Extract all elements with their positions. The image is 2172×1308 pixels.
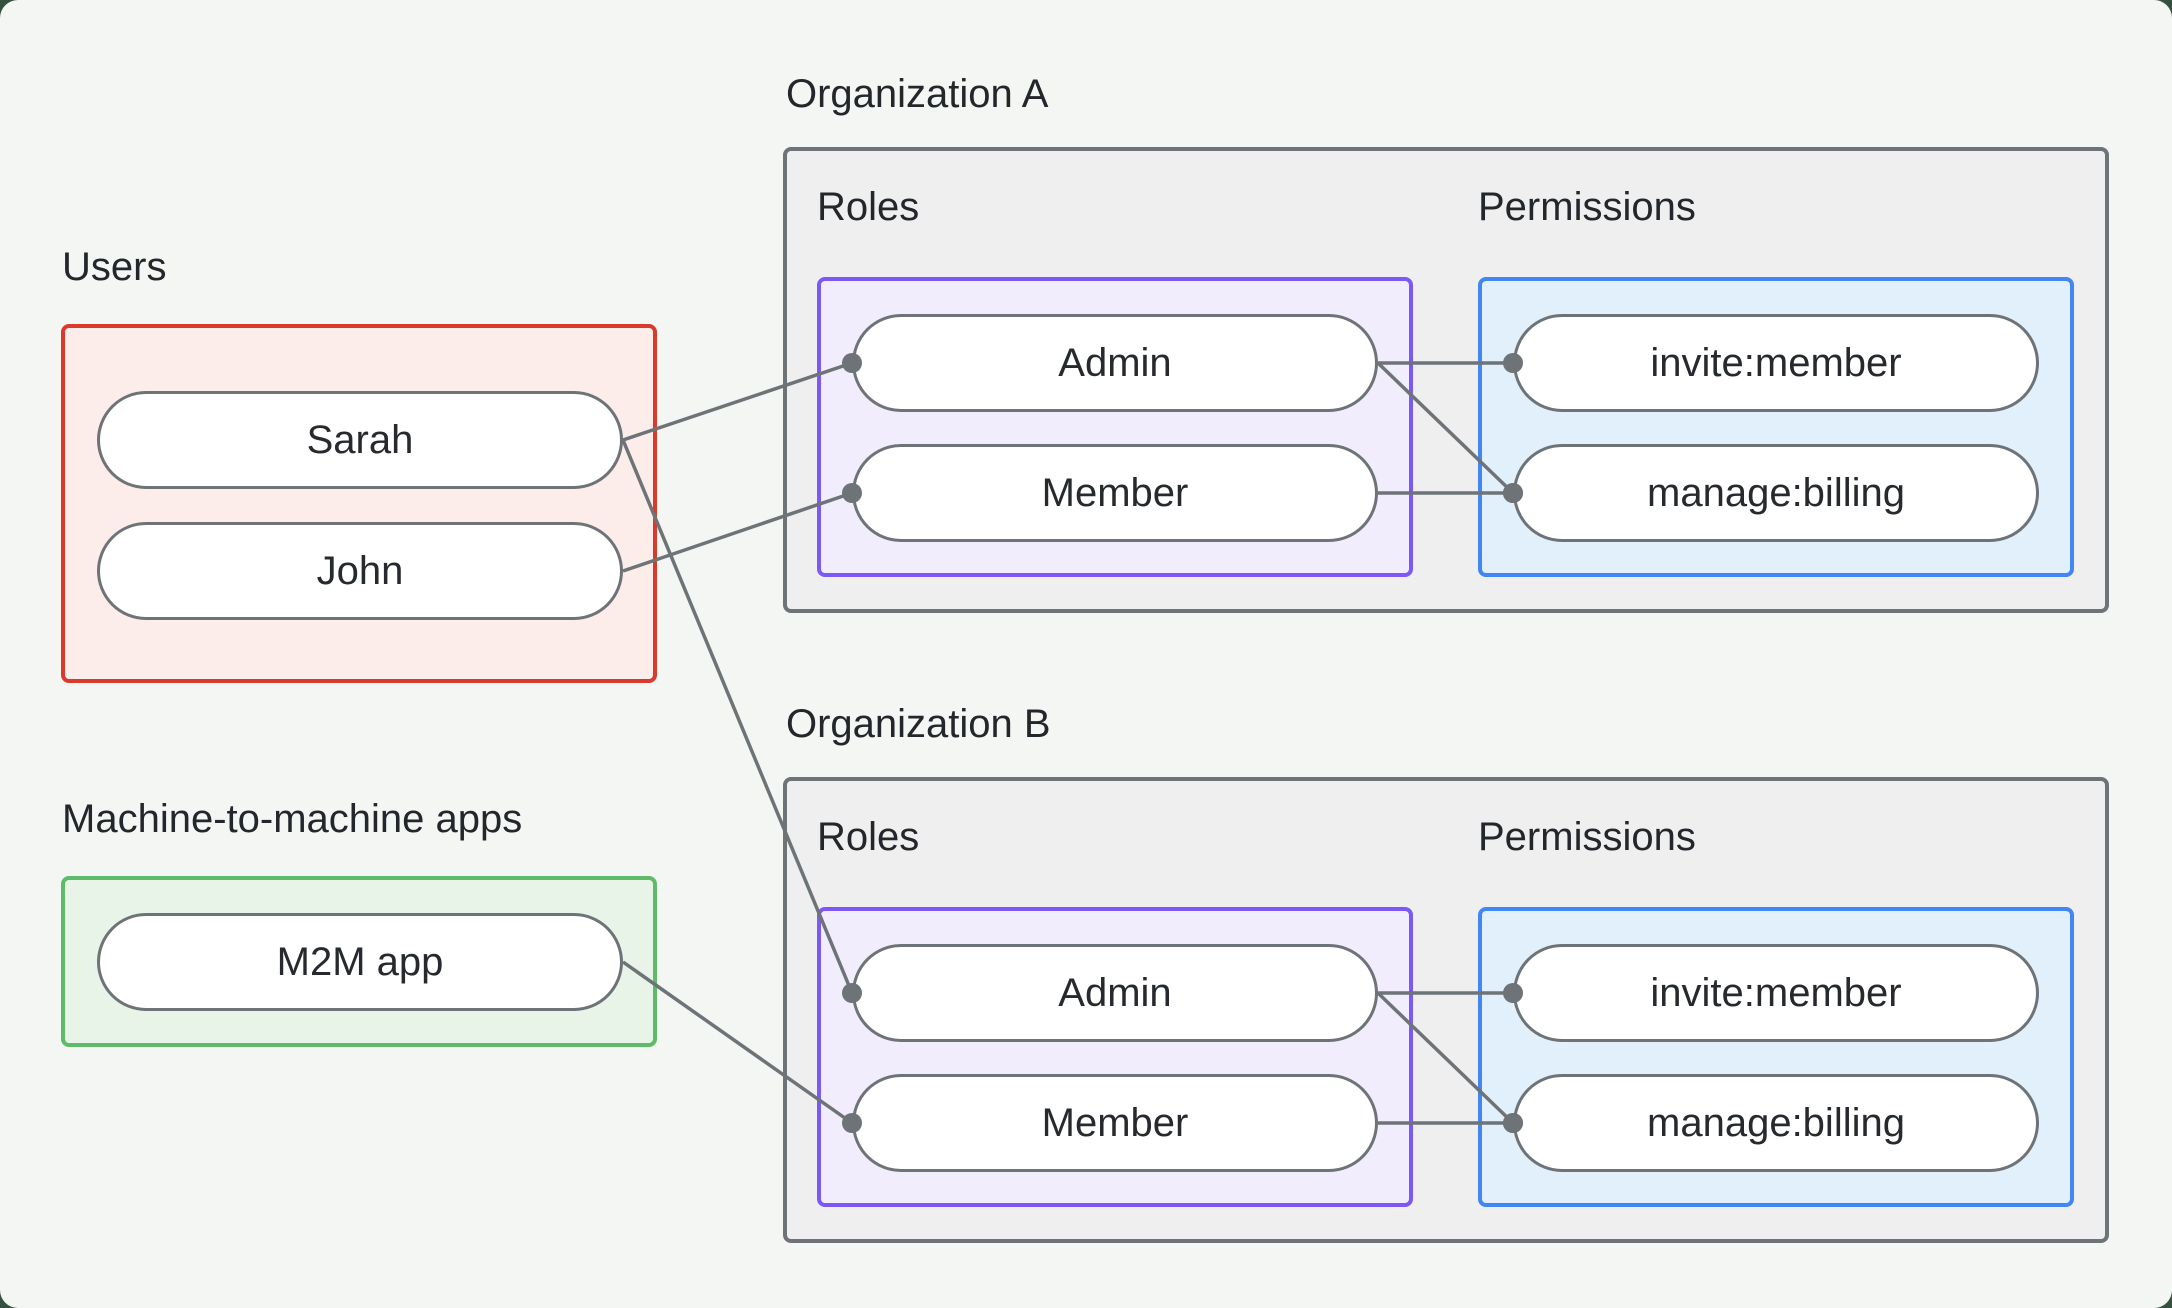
org-a-role-admin: Admin: [852, 314, 1378, 412]
user-node-john: John: [97, 522, 623, 620]
org-b-title: Organization B: [786, 702, 1051, 746]
users-group-label: Users: [62, 245, 167, 289]
user-node-sarah: Sarah: [97, 391, 623, 489]
users-group-box: [61, 324, 657, 683]
org-a-roles-label: Roles: [817, 185, 920, 229]
org-a-role-member: Member: [852, 444, 1378, 542]
org-a-title: Organization A: [786, 72, 1049, 116]
org-b-roles-label: Roles: [817, 815, 920, 859]
m2m-app-node: M2M app: [97, 913, 623, 1011]
org-b-permission-invite-member: invite:member: [1513, 944, 2039, 1042]
org-a-permission-manage-billing: manage:billing: [1513, 444, 2039, 542]
org-b-role-member: Member: [852, 1074, 1378, 1172]
org-a-permission-invite-member: invite:member: [1513, 314, 2039, 412]
org-b-permissions-label: Permissions: [1478, 815, 1696, 859]
org-b-permission-manage-billing: manage:billing: [1513, 1074, 2039, 1172]
org-b-role-admin: Admin: [852, 944, 1378, 1042]
org-a-permissions-label: Permissions: [1478, 185, 1696, 229]
m2m-group-label: Machine-to-machine apps: [62, 797, 523, 841]
